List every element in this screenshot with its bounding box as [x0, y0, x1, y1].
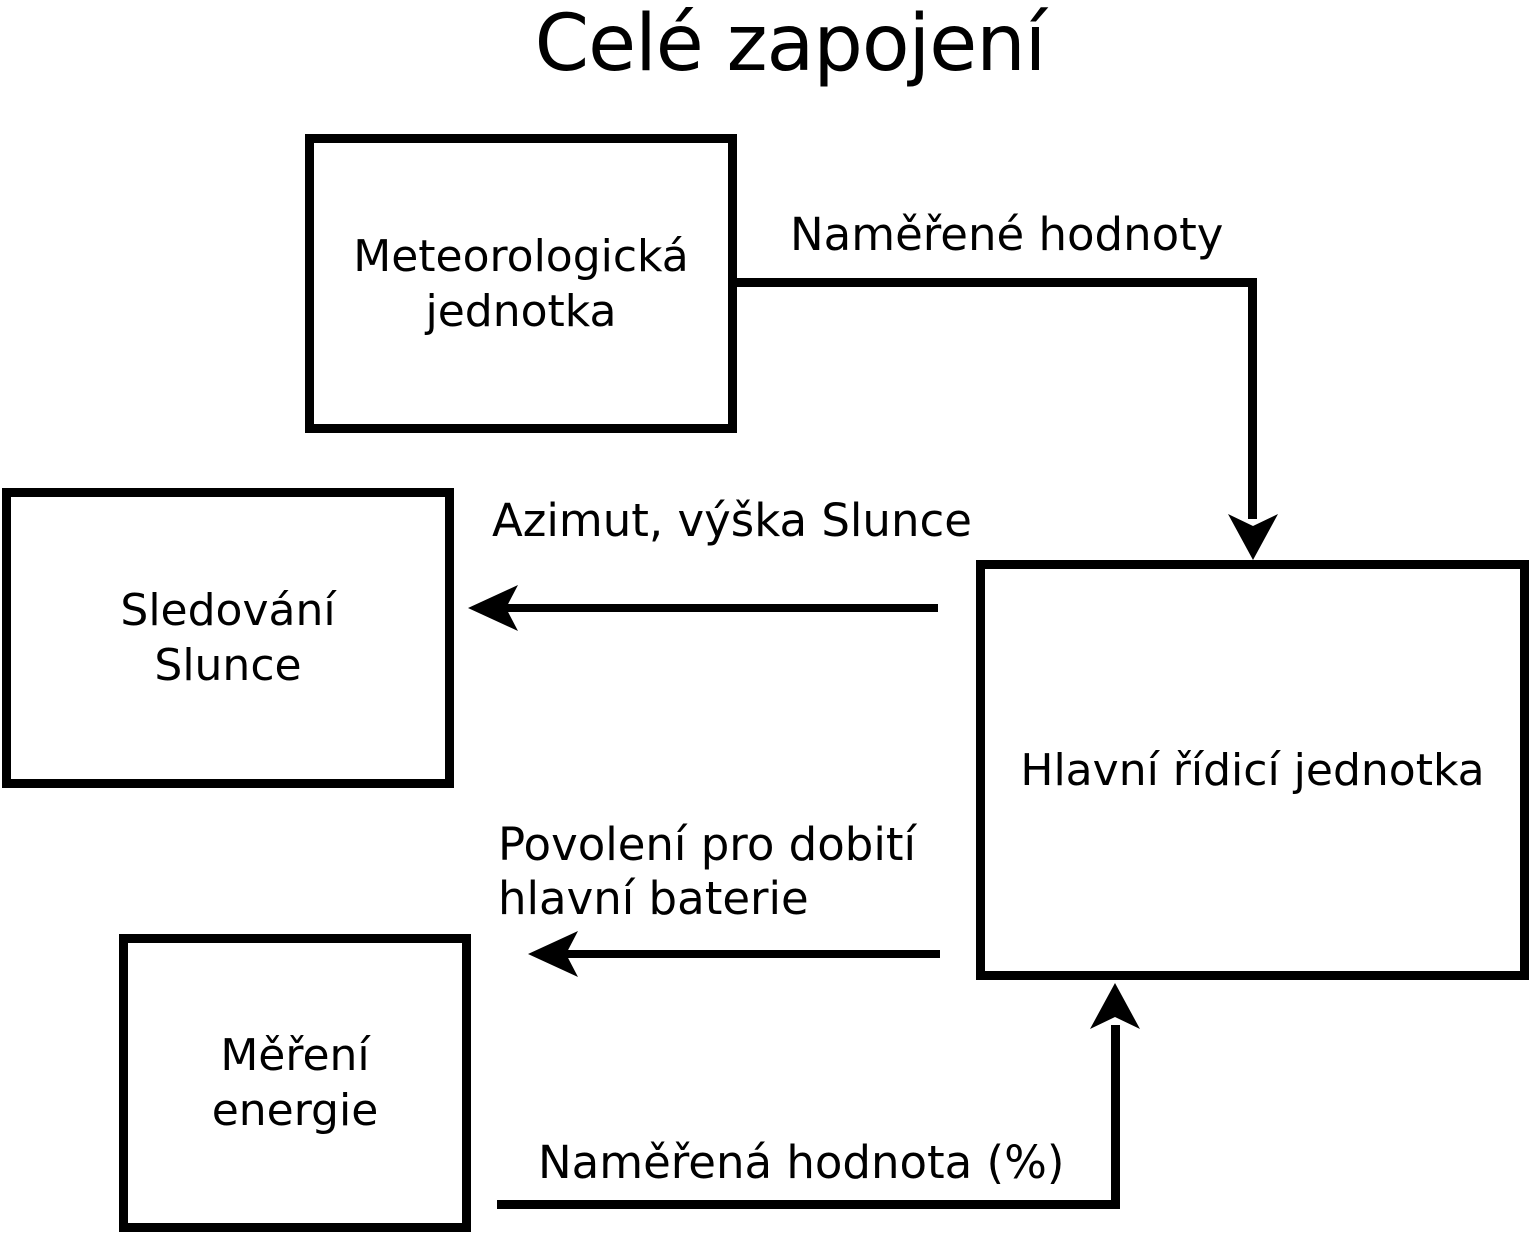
arrowhead-left-icon [468, 585, 518, 631]
edge-namerene-hodnoty-segment-horizontal [729, 278, 1257, 287]
node-sledovani-slunce-label: Sledování Slunce [120, 585, 336, 691]
edge-namerene-hodnoty-segment-vertical [1248, 278, 1257, 519]
node-hlavni-ridici-jednotka: Hlavní řídicí jednotka [976, 560, 1529, 980]
node-meteorologicka-jednotka-label: Meteorologická jednotka [353, 230, 689, 337]
arrowhead-up-icon [1090, 983, 1140, 1029]
arrowhead-down-icon [1228, 514, 1278, 560]
node-meteorologicka-jednotka: Meteorologická jednotka [305, 134, 737, 433]
arrowhead-left-icon [528, 931, 578, 977]
diagram-title: Celé zapojení [534, 0, 1047, 89]
edge-azimut-vyska-segment-horizontal [506, 604, 938, 612]
edge-povoleni-dobiti-segment-horizontal [566, 950, 940, 958]
edge-povoleni-dobiti-label: Povolení pro dobití hlavní baterie [498, 818, 916, 925]
edge-azimut-vyska-label: Azimut, výška Slunce [492, 494, 972, 547]
edge-namerena-hodnota-segment-horizontal [497, 1200, 1119, 1209]
node-hlavni-ridici-jednotka-label: Hlavní řídicí jednotka [1020, 744, 1485, 796]
edge-namerena-hodnota-segment-vertical [1111, 1025, 1120, 1209]
node-mereni-energie: Měření energie [119, 934, 471, 1232]
edge-namerena-hodnota-label: Naměřená hodnota (%) [538, 1136, 1065, 1189]
node-sledovani-slunce: Sledování Slunce [2, 488, 454, 788]
node-mereni-energie-label: Měření energie [211, 1030, 379, 1136]
edge-namerene-hodnoty-label: Naměřené hodnoty [790, 208, 1224, 261]
